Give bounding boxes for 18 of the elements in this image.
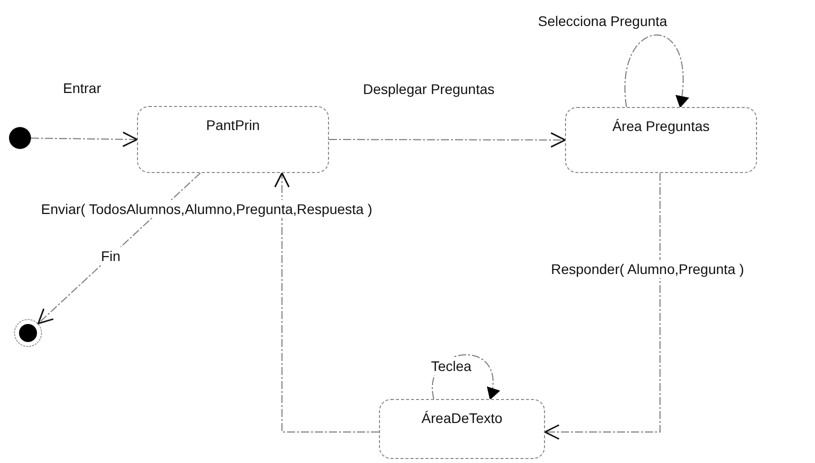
edge-label: Responder( Alumno,Pregunta ) bbox=[550, 260, 745, 278]
initial-state bbox=[9, 127, 31, 149]
state-box bbox=[379, 399, 545, 459]
transition-arrow bbox=[30, 132, 138, 148]
final-state bbox=[14, 319, 42, 347]
transition-arrow bbox=[38, 172, 201, 324]
state-name: Área Preguntas bbox=[612, 117, 710, 136]
edge-label: Enviar( TodosAlumnos,Alumno,Pregunta,Respuesta ) bbox=[40, 200, 374, 218]
edge-label: Teclea bbox=[430, 357, 472, 375]
state-name: ÁreaDeTexto bbox=[422, 409, 502, 428]
edge-label: Fin bbox=[100, 247, 122, 265]
state-box bbox=[565, 107, 757, 173]
state-name: PantPrin bbox=[206, 116, 260, 135]
state-box bbox=[137, 106, 329, 173]
transition-arrow bbox=[544, 172, 661, 440]
transition-arrow bbox=[274, 172, 380, 432]
transition-arrow bbox=[328, 132, 566, 148]
self-transition-arrow bbox=[624, 34, 689, 108]
